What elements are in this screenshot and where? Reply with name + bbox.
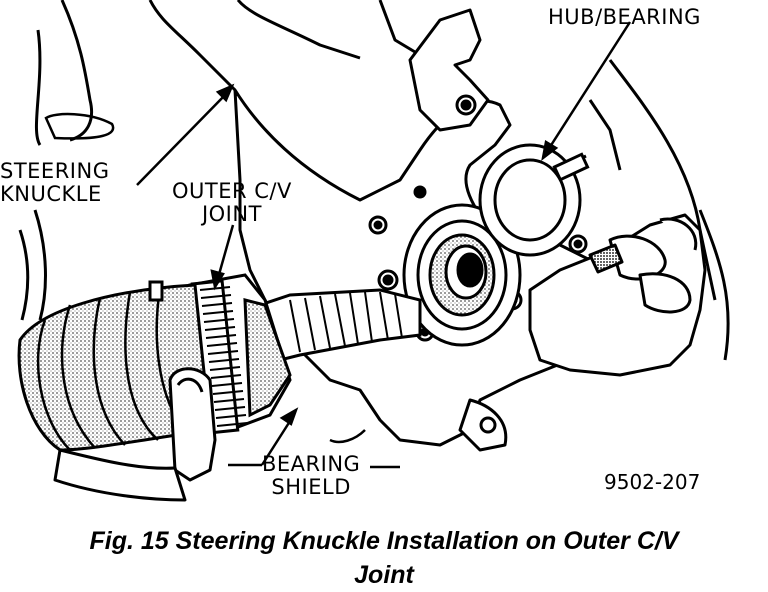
label-outer-cv-joint: OUTER C/V JOINT <box>172 179 292 226</box>
right-hand <box>528 213 707 377</box>
outer-cv-joint <box>188 273 292 435</box>
hub-bearing <box>402 203 522 347</box>
figure-number: 9502-207 <box>604 470 701 494</box>
steering-knuckle-left <box>18 0 115 321</box>
label-bearing-shield: BEARING SHIELD <box>262 452 361 499</box>
label-steering-knuckle: STEERING KNUCKLE <box>0 159 110 206</box>
label-hub-bearing: HUB/BEARING <box>548 5 701 29</box>
hub-flange <box>478 143 590 257</box>
vehicle-body <box>148 0 730 361</box>
leader-lines <box>136 21 632 469</box>
figure-caption: Fig. 15 Steering Knuckle Installation on… <box>89 527 679 589</box>
cv-boot <box>17 280 212 452</box>
left-hand <box>53 367 217 502</box>
